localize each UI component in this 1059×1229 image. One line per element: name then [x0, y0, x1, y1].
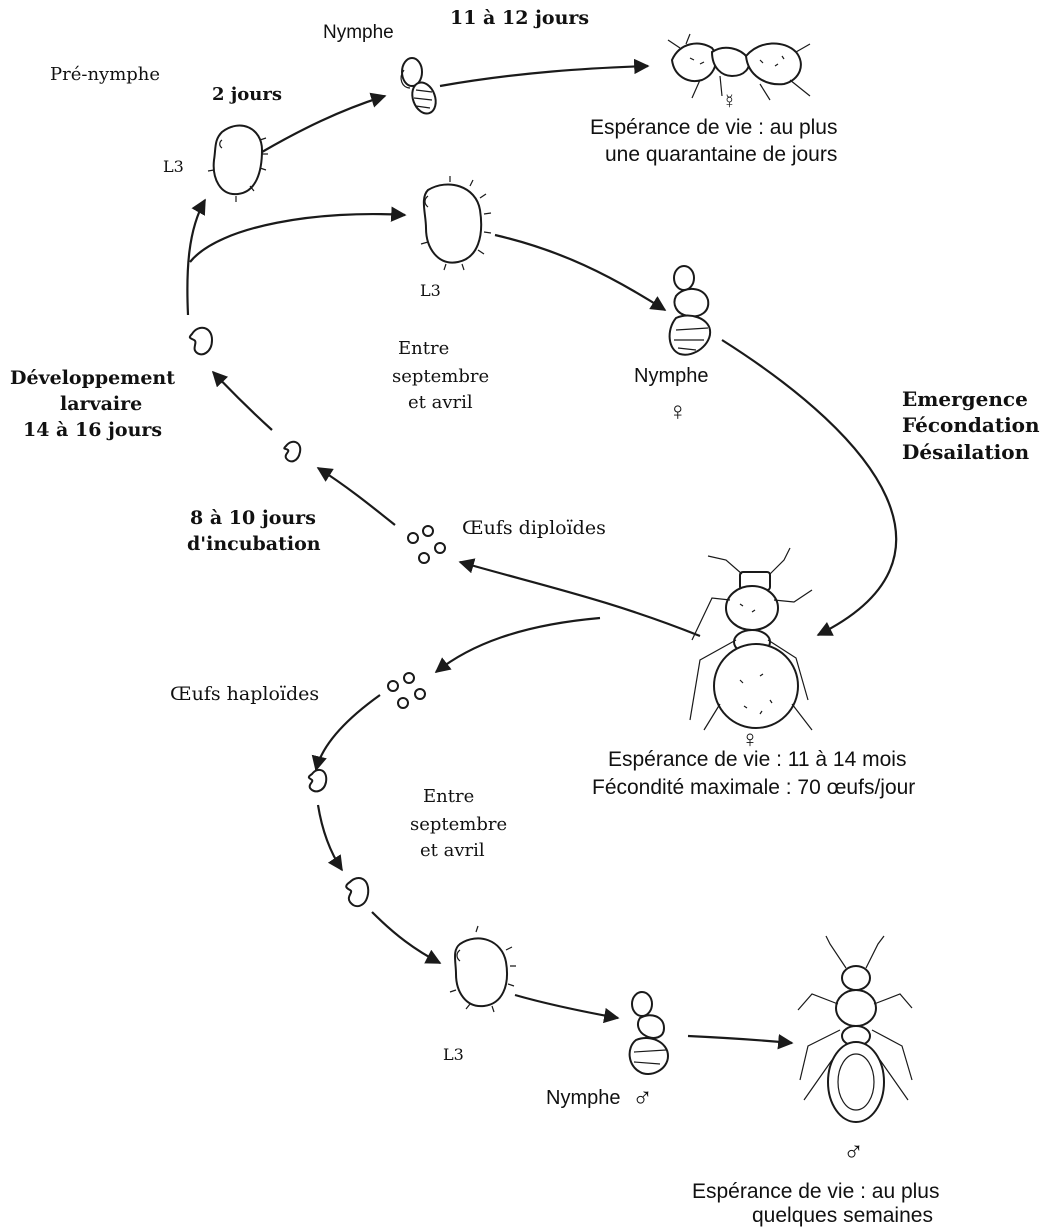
label-dev-2: larvaire [60, 393, 142, 415]
worker-ant-icon [668, 34, 810, 100]
larva-l3-top-icon [208, 126, 268, 202]
label-days-11-12: 11 à 12 jours [450, 7, 589, 29]
label-life-worker-1: Espérance de vie : au plus [590, 116, 838, 139]
arrow-haploid-to-egg [316, 695, 380, 770]
label-eggs-diploid: Œufs diploïdes [462, 517, 606, 539]
male-nymph-icon [630, 992, 668, 1074]
label-male-symbol-nymph: ♂ [632, 1081, 653, 1112]
larva-small-male-icon [346, 878, 368, 906]
label-entre-2b: septembre [410, 814, 507, 835]
worker-nymph-icon [401, 58, 440, 117]
label-life-worker-2: une quarantaine de jours [605, 143, 837, 166]
arrow-egg-to-larva [213, 372, 272, 430]
larva-l3-bottom-icon [450, 926, 516, 1012]
label-entre-2a: Entre [423, 786, 474, 807]
male-ant-icon [798, 936, 912, 1122]
queen-ant-icon [690, 548, 812, 730]
label-days-2: 2 jours [212, 84, 282, 105]
label-eggs-haploid: Œufs haploïdes [170, 683, 319, 705]
haploid-eggs-icon [388, 673, 425, 708]
label-male-symbol-adult: ♂ [843, 1135, 864, 1166]
label-entre-1a: Entre [398, 338, 449, 359]
label-emergence: Emergence [902, 387, 1028, 411]
arrow-stem-to-l3-mid [190, 214, 405, 262]
label-entre-1c: et avril [408, 392, 473, 413]
label-dev-1: Développement [10, 367, 175, 389]
label-entre-1b: septembre [392, 366, 489, 387]
label-l3-mid: L3 [420, 281, 441, 300]
label-prenymph: Pré-nymphe [50, 64, 160, 85]
arrow-queen-to-diploid-eggs [460, 562, 700, 636]
egg-larva-left-icon [190, 328, 212, 355]
arrow-larva-to-l3-top [187, 200, 205, 315]
label-l3-bottom: L3 [443, 1045, 464, 1064]
label-life-male-1: Espérance de vie : au plus [692, 1180, 940, 1203]
diploid-eggs-icon [408, 526, 445, 563]
egg-left-icon [284, 442, 300, 462]
arrow-l3-to-male-nymph [515, 995, 618, 1018]
arrow-nymph-to-worker [440, 66, 648, 86]
arrow-larva-to-l3-bottom [372, 912, 440, 963]
female-nymph-icon [670, 266, 711, 355]
arrow-egg-to-larva-male [318, 805, 342, 870]
arrow-l3-to-female-nymph [495, 235, 665, 310]
label-incub-2: d'incubation [187, 533, 321, 555]
label-l3-top: L3 [163, 157, 184, 176]
label-worker-symbol: ☿ [722, 91, 737, 113]
arrow-nymph-to-male [688, 1036, 792, 1043]
label-dev-3: 14 à 16 jours [23, 419, 162, 441]
label-incub-1: 8 à 10 jours [190, 507, 316, 529]
label-entre-2c: et avril [420, 840, 485, 861]
larva-l3-mid-icon [421, 176, 491, 270]
label-nymph-worker: Nymphe [323, 22, 394, 43]
arrow-queen-to-haploid-eggs [436, 618, 600, 672]
egg-male-icon [309, 770, 326, 792]
label-fecondation: Fécondation [902, 413, 1040, 437]
label-nymph-male: Nymphe [546, 1087, 620, 1109]
label-life-queen-1: Espérance de vie : 11 à 14 mois [608, 748, 906, 771]
label-desailation: Désailation [902, 440, 1030, 464]
label-nymph-female: Nymphe [634, 365, 708, 387]
label-female-symbol-nymph: ♀ [668, 396, 688, 426]
arrow-eggs-to-egg [318, 468, 395, 525]
label-life-queen-2: Fécondité maximale : 70 œufs/jour [592, 776, 915, 799]
label-life-male-2: quelques semaines [752, 1204, 933, 1227]
